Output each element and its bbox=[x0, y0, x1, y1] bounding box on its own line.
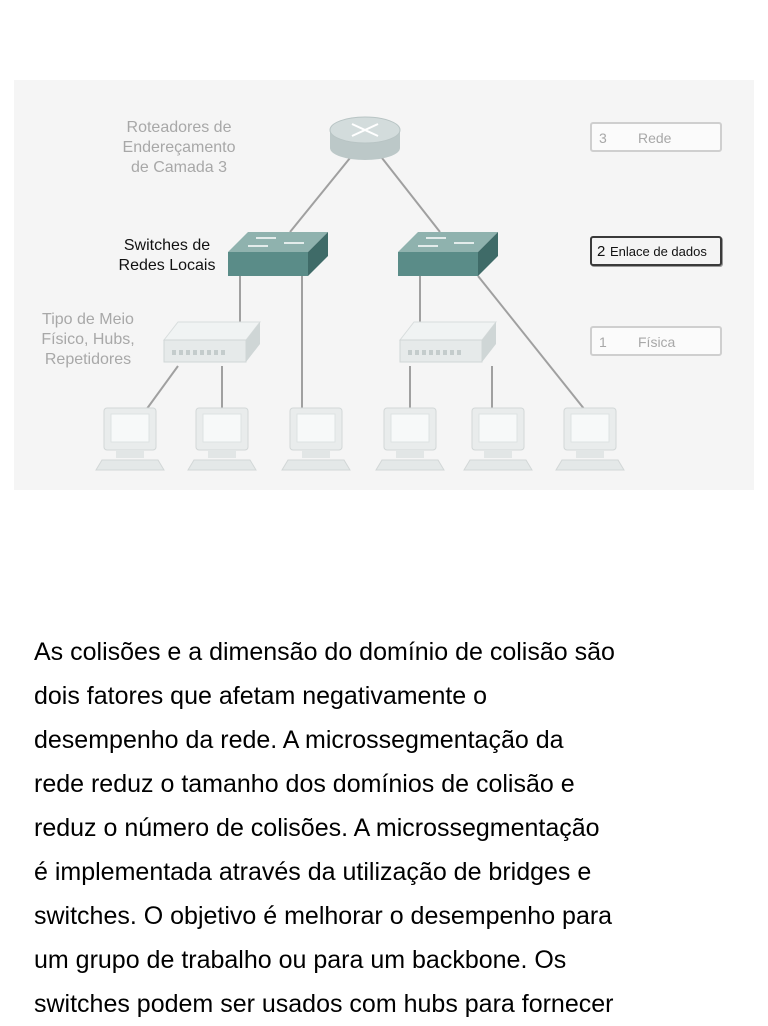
paragraph-line: reduz o número de colisões. A microssegm… bbox=[34, 806, 754, 850]
workstation-icon bbox=[282, 408, 350, 470]
link-router-switch-left bbox=[290, 158, 350, 232]
media-label-line-2: Físico, Hubs, bbox=[26, 330, 150, 350]
paragraph-line: As colisões e a dimensão do domínio de c… bbox=[34, 630, 754, 674]
media-layer-label: Tipo de Meio Físico, Hubs, Repetidores bbox=[26, 310, 150, 370]
switch-right-icon bbox=[398, 232, 498, 276]
layer-1-number: 1 bbox=[599, 334, 607, 350]
layer-3-number: 3 bbox=[599, 130, 607, 146]
osi-layer-1-box: 1 Física bbox=[590, 326, 722, 356]
paragraph-line: dois fatores que afetam negativamente o bbox=[34, 674, 754, 718]
router-label-line-3: de Camada 3 bbox=[104, 158, 254, 178]
osi-layer-3-box: 3 Rede bbox=[590, 122, 722, 152]
media-label-line-1: Tipo de Meio bbox=[26, 310, 150, 330]
body-paragraph: As colisões e a dimensão do domínio de c… bbox=[34, 630, 754, 1026]
router-label-line-2: Endereçamento bbox=[104, 138, 254, 158]
paragraph-line: é implementada através da utilização de … bbox=[34, 850, 754, 894]
layer-1-name: Física bbox=[638, 334, 675, 350]
layer-2-name: Enlace de dados bbox=[610, 244, 707, 259]
paragraph-line: switches podem ser usados com hubs para … bbox=[34, 982, 754, 1026]
media-label-line-3: Repetidores bbox=[26, 350, 150, 370]
switch-label-line-1: Switches de bbox=[102, 236, 232, 256]
hub-right-icon bbox=[400, 322, 496, 362]
switch-left-icon bbox=[228, 232, 328, 276]
switch-layer-label: Switches de Redes Locais bbox=[102, 236, 232, 276]
layer-3-name: Rede bbox=[638, 130, 671, 146]
hub-left-icon bbox=[164, 322, 260, 362]
paragraph-line: um grupo de trabalho ou para um backbone… bbox=[34, 938, 754, 982]
workstation-icon bbox=[188, 408, 256, 470]
link-router-switch-right bbox=[382, 158, 440, 232]
layer-2-number: 2 bbox=[597, 243, 605, 260]
router-layer-label: Roteadores de Endereçamento de Camada 3 bbox=[104, 118, 254, 178]
switch-label-line-2: Redes Locais bbox=[102, 256, 232, 276]
paragraph-line: switches. O objetivo é melhorar o desemp… bbox=[34, 894, 754, 938]
paragraph-line: desempenho da rede. A microssegmentação … bbox=[34, 718, 754, 762]
workstation-icon bbox=[464, 408, 532, 470]
osi-layer-2-box: 2 Enlace de dados bbox=[590, 236, 722, 266]
paragraph-line: rede reduz o tamanho dos domínios de col… bbox=[34, 762, 754, 806]
router-icon bbox=[330, 117, 400, 160]
workstation-icon bbox=[556, 408, 624, 470]
workstation-icon bbox=[376, 408, 444, 470]
router-label-line-1: Roteadores de bbox=[104, 118, 254, 138]
workstation-icon bbox=[96, 408, 164, 470]
link-hub-left-pc1 bbox=[146, 366, 178, 410]
